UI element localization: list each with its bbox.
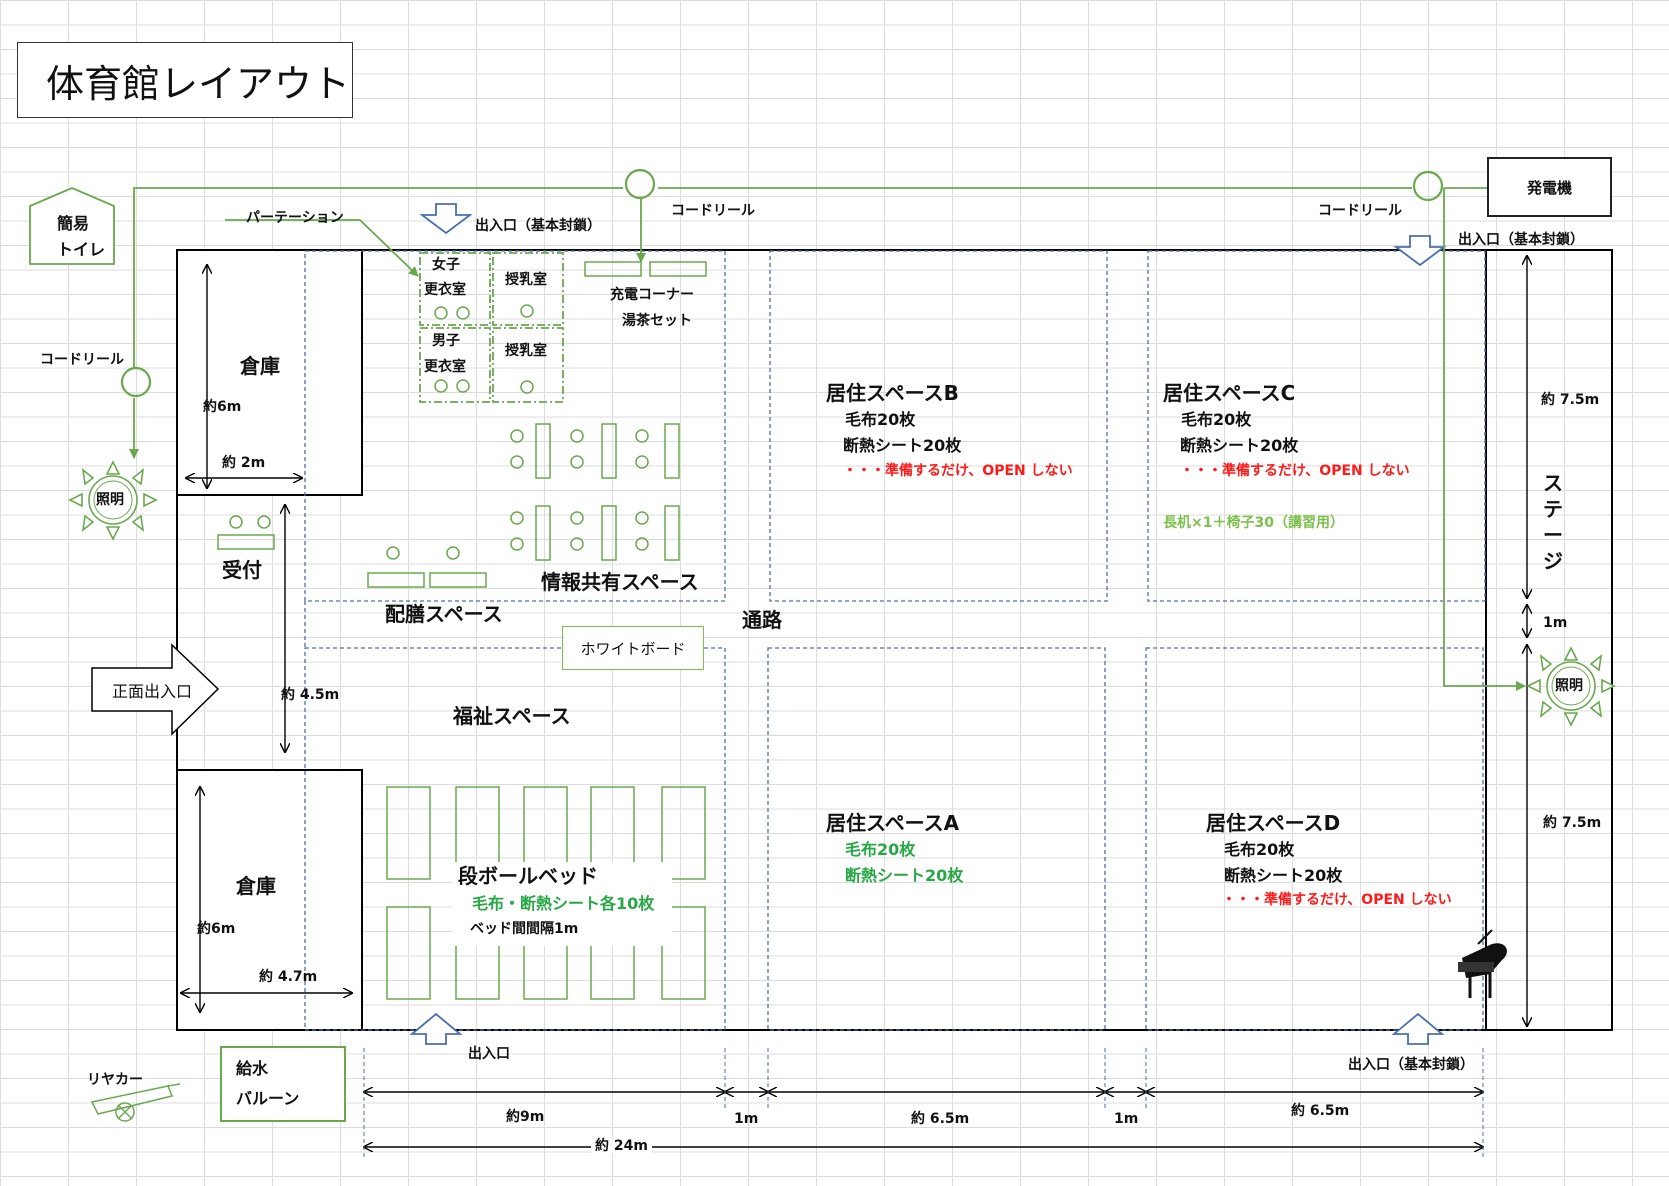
door-arrow-bottom-right (1391, 1012, 1445, 1045)
water-balloon-box: 給水 バルーン (220, 1046, 346, 1122)
zone-space-d (1145, 647, 1484, 1031)
women-room-label-2: 更衣室 (424, 282, 466, 298)
dim-width-1m-b: 1m (1114, 1111, 1139, 1127)
space-c-note: ・・・準備するだけ、OPEN しない (1180, 463, 1410, 479)
dim-total-width: 約 24m (591, 1139, 652, 1153)
front-entrance-arrow (91, 643, 220, 736)
changing-room-women (419, 252, 491, 326)
cart-label: リヤカー (87, 1072, 143, 1088)
piano-icon (1458, 929, 1507, 998)
zone-space-c (1147, 250, 1486, 602)
door-arrow-bottom-left (409, 1012, 463, 1045)
cardboard-bed-interval: ベッド間間隔1m (470, 921, 579, 937)
changing-room-men (419, 327, 491, 403)
space-a-name: 居住スペースA (826, 811, 960, 835)
space-b-note: ・・・準備するだけ、OPEN しない (843, 463, 1073, 479)
page-title: 体育館レイアウト (17, 42, 353, 118)
space-c-sheet: 断熱シート20枚 (1180, 436, 1299, 455)
cord-reel-right-icon (1412, 170, 1444, 202)
stage-label: ステージ (1543, 471, 1563, 573)
cord-reel-top-icon (624, 168, 656, 200)
space-b-name: 居住スペースB (826, 381, 959, 405)
cart-icon (90, 1083, 181, 1122)
cord-reel-left-label: コードリール (40, 352, 124, 368)
men-room-label-1: 男子 (432, 333, 460, 349)
lighting-left-label: 照明 (96, 492, 124, 508)
cardboard-bed-supplies: 毛布・断熱シート各10枚 (472, 894, 655, 913)
toilet-label-2: トイレ (57, 240, 106, 259)
gym-outline (176, 249, 1613, 1031)
dim-storage-top-width: 約 2m (222, 455, 266, 471)
space-d-sheet: 断熱シート20枚 (1224, 866, 1343, 885)
space-b-blanket: 毛布20枚 (845, 410, 916, 429)
serving-space-label: 配膳スペース (385, 602, 503, 626)
space-d-name: 居住スペースD (1206, 811, 1341, 835)
generator-box: 発電機 (1487, 157, 1612, 217)
info-space-label: 情報共有スペース (541, 570, 699, 594)
cord-reel-left-icon (120, 366, 152, 398)
toilet-icon (29, 187, 115, 265)
water-label-1: 給水 (236, 1059, 269, 1078)
charging-corner-label: 充電コーナー (610, 287, 694, 303)
corridor-label: 通路 (742, 608, 782, 632)
entrance-top-right-label: 出入口（基本封鎖） (1458, 232, 1584, 248)
dim-stage-top: 約 7.5m (1541, 392, 1600, 408)
partition-label: パーテーション (246, 210, 344, 226)
lighting-right-icon (1526, 646, 1616, 727)
cord-reel-top-label: コードリール (671, 203, 755, 219)
storage-top-label: 倉庫 (240, 354, 280, 378)
welfare-space-label: 福祉スペース (453, 704, 571, 728)
door-arrow-top-right (1393, 235, 1447, 267)
nursing-room-2-label: 授乳室 (505, 343, 547, 359)
cardboard-bed-label: 段ボールベッド (458, 864, 598, 888)
lighting-right-label: 照明 (1555, 678, 1583, 694)
storage-room-bottom (176, 769, 363, 1031)
storage-bottom-label: 倉庫 (236, 874, 276, 898)
whiteboard: ホワイトボード (562, 626, 704, 670)
zone-welfare (304, 647, 726, 1031)
men-room-label-2: 更衣室 (424, 359, 466, 375)
door-arrow-top-center (419, 203, 473, 235)
space-a-sheet: 断熱シート20枚 (845, 866, 964, 885)
nursing-room-1-label: 授乳室 (505, 272, 547, 288)
dim-storage-top-height: 約6m (203, 399, 242, 415)
dim-width-6-5m-a: 約 6.5m (911, 1111, 970, 1127)
entrance-bottom-right-label: 出入口（基本封鎖） (1348, 1057, 1474, 1073)
space-d-note: ・・・準備するだけ、OPEN しない (1222, 892, 1452, 908)
nursing-room-2 (492, 327, 564, 403)
reception-label: 受付 (222, 558, 262, 582)
dim-width-6-5m-b: 約 6.5m (1291, 1103, 1350, 1119)
dim-width-9m: 約9m (506, 1109, 545, 1125)
dim-stage-gap: 1m (1543, 615, 1568, 631)
toilet-label-1: 簡易 (57, 214, 90, 233)
zone-info-area (304, 250, 726, 602)
entrance-bottom-left-label: 出入口 (468, 1046, 510, 1062)
space-c-name: 居住スペースC (1163, 381, 1296, 405)
cord-reel-right-label: コードリール (1318, 203, 1402, 219)
space-c-blanket: 毛布20枚 (1181, 410, 1252, 429)
tea-set-label: 湯茶セット (622, 313, 692, 329)
space-c-extra: 長机×1＋椅子30（講習用） (1163, 515, 1344, 531)
dim-stage-bottom: 約 7.5m (1543, 815, 1602, 831)
entrance-top-center-label: 出入口（基本封鎖） (475, 218, 601, 234)
water-label-2: バルーン (236, 1089, 300, 1108)
space-d-blanket: 毛布20枚 (1224, 840, 1295, 859)
lighting-left-icon (68, 460, 158, 541)
women-room-label-1: 女子 (432, 257, 460, 273)
nursing-room-1 (492, 252, 564, 326)
dim-storage-bottom-width: 約 4.7m (259, 969, 318, 985)
space-b-sheet: 断熱シート20枚 (843, 436, 962, 455)
dim-reception-height: 約 4.5m (281, 687, 340, 703)
dim-storage-bottom-height: 約6m (197, 921, 236, 937)
space-a-blanket: 毛布20枚 (845, 840, 916, 859)
zone-space-a (767, 647, 1106, 1031)
zone-space-b (769, 250, 1108, 602)
front-entrance-label: 正面出入口 (112, 682, 193, 701)
dim-width-1m-a: 1m (734, 1111, 759, 1127)
